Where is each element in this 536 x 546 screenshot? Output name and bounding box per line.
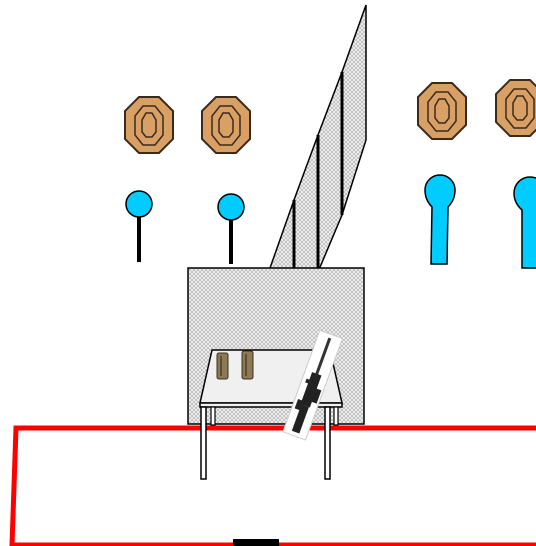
cardboard-target bbox=[201, 96, 251, 154]
steel-plate-target bbox=[217, 193, 245, 264]
magazine-icon bbox=[241, 350, 254, 380]
table-leg bbox=[200, 406, 207, 480]
cardboard-target bbox=[124, 96, 174, 154]
shooting-box bbox=[9, 425, 536, 546]
steel-popper-target bbox=[513, 176, 536, 269]
cardboard-target bbox=[417, 82, 467, 140]
steel-plate-target bbox=[125, 190, 153, 262]
magazine-icon bbox=[216, 352, 229, 380]
steel-popper-target bbox=[424, 174, 456, 265]
table-leg bbox=[324, 406, 331, 480]
rifle-icon bbox=[282, 329, 344, 441]
table-leg bbox=[210, 406, 216, 426]
start-position-marker bbox=[233, 539, 279, 546]
table-leg bbox=[333, 406, 339, 426]
cardboard-target bbox=[495, 79, 536, 137]
